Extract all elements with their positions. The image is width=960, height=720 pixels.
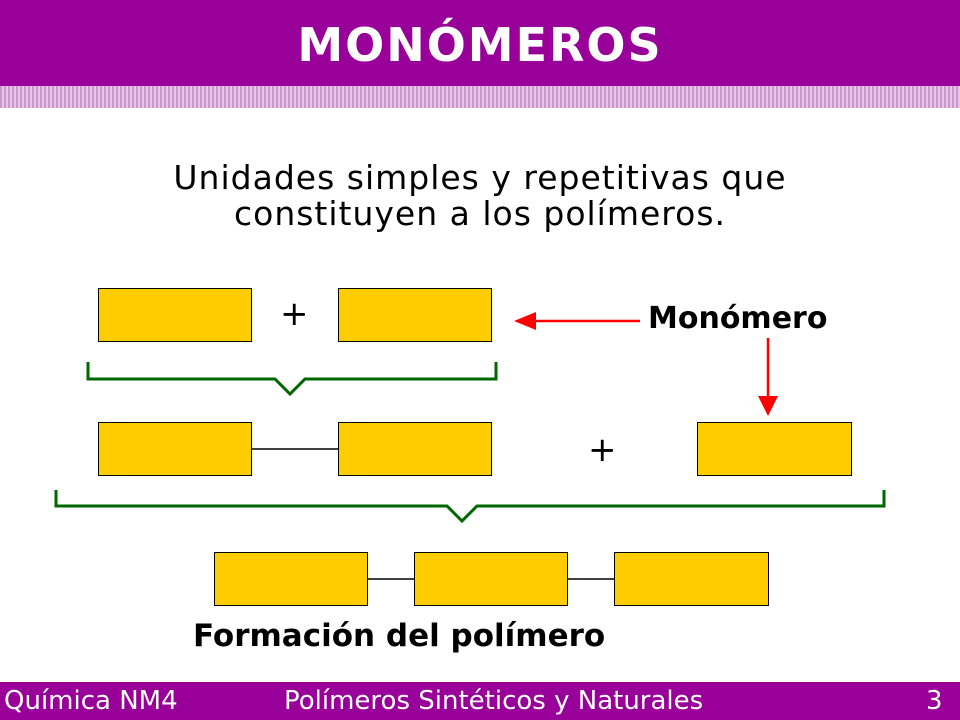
arrowhead-down [758, 396, 778, 416]
slide-title: MONÓMEROS [297, 18, 663, 72]
header-bar: MONÓMEROS [0, 0, 960, 86]
footer-topic: Polímeros Sintéticos y Naturales [284, 686, 704, 716]
subtitle-line-1: Unidades simples y repetitivas que [173, 158, 787, 197]
monomer-box-row2 [697, 422, 852, 476]
header-stripe [0, 86, 960, 108]
footer-bar: Química NM4 Polímeros Sintéticos y Natur… [0, 682, 960, 720]
plus-sign-row2: + [588, 430, 617, 470]
dimer-box-a [98, 422, 252, 476]
bracket-row1 [86, 362, 498, 397]
polymer-box-b [414, 552, 568, 606]
plus-sign-row1: + [280, 294, 309, 334]
footer-page-number: 3 [926, 686, 943, 716]
bracket-row2 [54, 490, 886, 524]
subtitle-line-2: constituyen a los polímeros. [233, 194, 727, 233]
slide-subtitle: Unidades simples y repetitivas que const… [60, 160, 900, 232]
polymer-box-a [214, 552, 368, 606]
polymer-label: Formación del polímero [193, 618, 606, 654]
monomer-box-row1-b [338, 288, 492, 342]
footer-course: Química NM4 [4, 686, 178, 716]
monomer-label: Monómero [648, 301, 828, 336]
polymer-box-c [614, 552, 769, 606]
monomer-box-row1-a [98, 288, 252, 342]
dimer-box-b [338, 422, 492, 476]
arrowhead-left [514, 312, 536, 330]
